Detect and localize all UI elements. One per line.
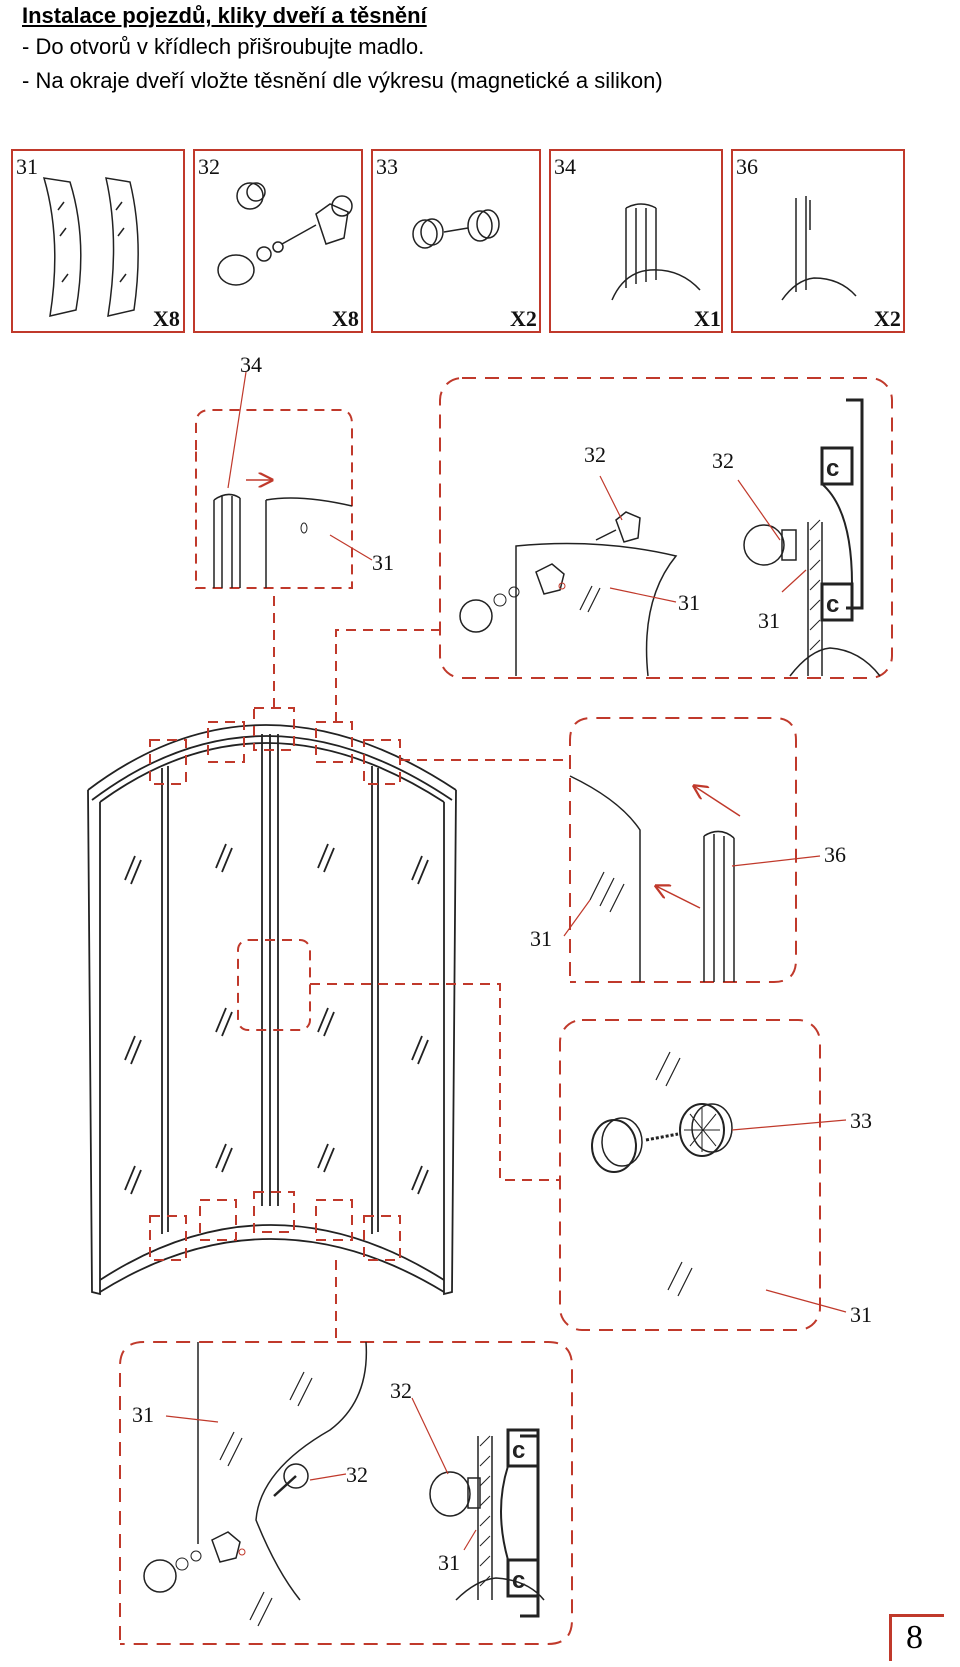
detail-handle-top: c c bbox=[439, 377, 893, 679]
seal-profile-drawing bbox=[781, 196, 857, 301]
part-box-32 bbox=[193, 149, 363, 333]
instruction-header: Instalace pojezdů, kliky dveří a těsnění… bbox=[22, 2, 663, 98]
callout-32-bottom-handle: 32 bbox=[346, 1462, 368, 1487]
callout-32-section: 32 bbox=[712, 448, 734, 473]
part-box-36 bbox=[731, 149, 905, 333]
part-qty-36: X2 bbox=[874, 306, 901, 331]
callout-31-glass: 31 bbox=[678, 590, 700, 615]
page-number-box: 8 bbox=[889, 1614, 944, 1661]
callout-36: 36 bbox=[824, 842, 846, 867]
connector-profile-drawing bbox=[611, 203, 701, 301]
callout-31-bottom-section: 31 bbox=[438, 1550, 460, 1575]
svg-text:c: c bbox=[826, 591, 839, 618]
callout-31-bottom-glass: 31 bbox=[132, 1402, 154, 1427]
part-qty-31: X8 bbox=[153, 306, 180, 331]
callout-31-seal: 31 bbox=[530, 926, 552, 951]
part-box-31 bbox=[11, 149, 185, 333]
detail-seal bbox=[563, 717, 821, 983]
part-number-32: 32 bbox=[198, 154, 220, 179]
handle-drawing bbox=[217, 182, 353, 286]
instruction-line-2: - Na okraje dveří vložte těsnění dle výk… bbox=[22, 68, 663, 93]
part-qty-32: X8 bbox=[332, 306, 359, 331]
section-title: Instalace pojezdů, kliky dveří a těsnění bbox=[22, 3, 427, 28]
detail-connector bbox=[195, 371, 373, 589]
glass-panel-drawing bbox=[42, 177, 139, 317]
part-number-34: 34 bbox=[554, 154, 576, 179]
svg-text:c: c bbox=[826, 455, 839, 482]
part-qty-34: X1 bbox=[694, 306, 721, 331]
svg-text:c: c bbox=[512, 1437, 525, 1464]
detail-roller bbox=[559, 1019, 847, 1331]
instruction-line-1: - Do otvorů v křídlech přišroubujte madl… bbox=[22, 34, 425, 59]
callout-31-section: 31 bbox=[758, 608, 780, 633]
part-number-36: 36 bbox=[736, 154, 758, 179]
part-qty-33: X2 bbox=[510, 306, 537, 331]
callout-34: 34 bbox=[240, 352, 262, 377]
callout-32-handle: 32 bbox=[584, 442, 606, 467]
part-number-33: 33 bbox=[376, 154, 398, 179]
page-number: 8 bbox=[906, 1619, 923, 1656]
part-box-33 bbox=[371, 149, 541, 333]
part-number-31: 31 bbox=[16, 154, 38, 179]
enclosure-drawing bbox=[87, 724, 457, 1296]
callout-31-connector: 31 bbox=[372, 550, 394, 575]
detail-handle-bottom: c c bbox=[119, 1341, 573, 1645]
parts-list bbox=[11, 149, 905, 333]
callout-33: 33 bbox=[850, 1108, 872, 1133]
callout-31-roller: 31 bbox=[850, 1302, 872, 1327]
enclosure-callout-boxes bbox=[149, 594, 570, 1342]
svg-text:c: c bbox=[512, 1567, 525, 1594]
callout-32-bottom-section: 32 bbox=[390, 1378, 412, 1403]
roller-drawing bbox=[412, 209, 500, 249]
part-box-34 bbox=[549, 149, 723, 333]
